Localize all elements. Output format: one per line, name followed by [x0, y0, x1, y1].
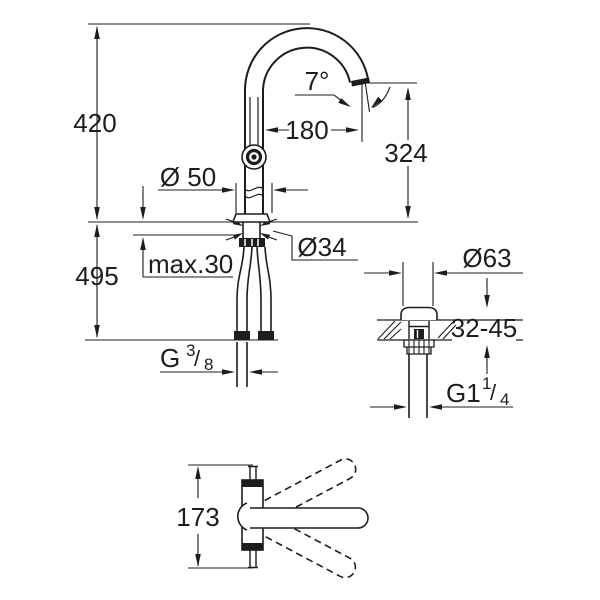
waste-tailpipe: [408, 354, 428, 418]
dimension-lines: [85, 23, 523, 569]
spout-outlet-face: [351, 77, 370, 87]
waste-body-core: [414, 329, 424, 339]
waste-thread-numerator: 1: [482, 374, 491, 393]
dim-overall-height-label: 420: [73, 108, 116, 138]
spout-outline: [244, 27, 369, 214]
swivel-arm-upper-dashed: [254, 458, 357, 525]
dim-hole-diameter-label: Ø34: [297, 232, 346, 262]
dim-base-diameter-label: Ø 50: [160, 162, 216, 192]
spout-arm-solid: [250, 507, 369, 529]
dim-max-deck-thickness-label: max.30: [148, 249, 233, 279]
dim-below-deck-depth-label: 495: [75, 261, 118, 291]
shank-locknut-ribs: [244, 239, 259, 246]
dim-waste-clamp-range-label: 32-45: [451, 313, 518, 343]
handle-knob: [241, 144, 267, 170]
body-end-cap-top: [242, 480, 263, 487]
dim-supply-thread-label: G 3 / 8: [160, 341, 213, 374]
supply-thread-numerator: 3: [186, 341, 195, 360]
dim-spout-height-label: 324: [384, 138, 427, 168]
pipe-break-symbol: [244, 186, 264, 199]
countertop-hatching: [377, 320, 457, 340]
supply-thread-slash: /: [194, 346, 201, 371]
dim-waste-flange-diameter-label: Ø63: [462, 243, 511, 273]
supply-thread-denominator: 8: [204, 355, 213, 374]
waste-thread-slash: /: [490, 380, 497, 405]
drain-detail-view: [377, 306, 523, 418]
handle-knob-top-view: [237, 502, 248, 531]
waste-locknut-ribs: [408, 340, 430, 354]
hose-connector-caps: [234, 331, 274, 340]
supply-thread-base: G: [160, 343, 180, 373]
waste-thread-denominator: 4: [500, 390, 509, 409]
waste-flange-dome: [400, 306, 438, 320]
top-swivel-view: [237, 458, 369, 579]
base-flange: [231, 213, 272, 223]
main-view-faucet: [231, 27, 370, 387]
body-end-cap-bottom: [242, 543, 263, 550]
dim-waste-thread-label: G1 1 / 4: [446, 374, 509, 409]
supply-hoses: [236, 246, 272, 331]
waste-body-in-deck: [408, 321, 430, 339]
dim-spout-reach-label: 180: [285, 115, 328, 145]
swivel-arm-lower-dashed: [253, 511, 357, 579]
dimension-arrowheads: [94, 26, 490, 567]
mounting-shank: [242, 222, 261, 238]
body-stems: [248, 465, 258, 569]
dim-swivel-body-width-label: 173: [176, 502, 219, 532]
dim-spout-angle-label: 7°: [305, 66, 330, 96]
riser-inner-lines: [249, 97, 259, 145]
angle-arc: [372, 86, 391, 109]
supply-pipe-g38: [236, 342, 248, 387]
waste-thread-base: G1: [446, 378, 481, 408]
